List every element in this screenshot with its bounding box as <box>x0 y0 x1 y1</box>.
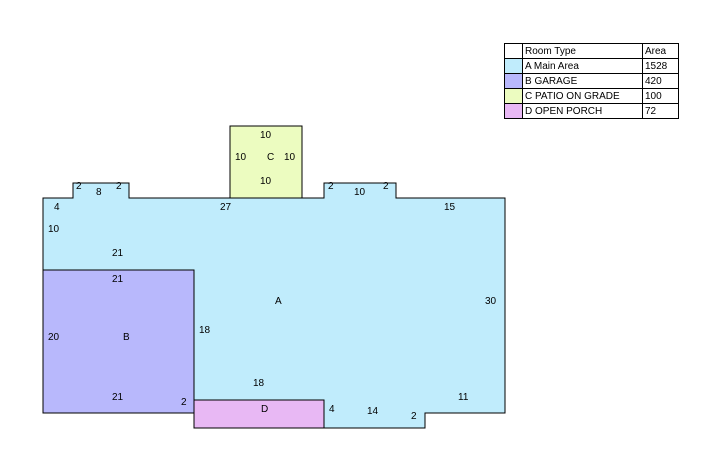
legend-swatch <box>504 73 523 89</box>
dim-label: 10 <box>235 152 247 163</box>
dim-label: 4 <box>54 202 60 213</box>
dim-label: 27 <box>220 202 232 213</box>
dim-label: 2 <box>181 397 187 408</box>
dim-label: 2 <box>76 181 82 192</box>
dim-label: 21 <box>112 248 124 259</box>
dim-label: 10 <box>260 130 272 141</box>
legend-row: D OPEN PORCH 72 <box>504 103 679 119</box>
room-d-open-porch[interactable] <box>193 399 325 429</box>
legend-room-name: B GARAGE <box>522 73 643 89</box>
dim-label: 2 <box>411 411 417 422</box>
room-c-letter: C <box>267 152 274 163</box>
legend-header-area: Area <box>642 43 679 59</box>
legend-row: A Main Area 1528 <box>504 58 679 74</box>
legend-room-area: 1528 <box>642 58 679 74</box>
dim-label: 10 <box>48 224 60 235</box>
legend-room-name: C PATIO ON GRADE <box>522 88 643 104</box>
legend-room-name: A Main Area <box>522 58 643 74</box>
legend-swatch <box>504 103 523 119</box>
dim-label: 20 <box>48 332 60 343</box>
dim-label: 18 <box>199 325 211 336</box>
dim-label: 10 <box>260 176 272 187</box>
dim-label: 2 <box>116 181 122 192</box>
dim-label: 21 <box>112 392 124 403</box>
dim-label: 4 <box>329 404 335 415</box>
dim-label: 2 <box>328 181 334 192</box>
legend-room-area: 420 <box>642 73 679 89</box>
legend-row: C PATIO ON GRADE 100 <box>504 88 679 104</box>
dim-label: 30 <box>485 296 497 307</box>
legend-room-area: 100 <box>642 88 679 104</box>
room-d-letter: D <box>261 404 268 415</box>
legend-header-room-type: Room Type <box>522 43 643 59</box>
legend-header-swatch <box>504 43 523 59</box>
room-a-letter: A <box>275 296 282 307</box>
dim-label: 8 <box>96 187 102 198</box>
dim-label: 15 <box>444 202 456 213</box>
legend-room-name: D OPEN PORCH <box>522 103 643 119</box>
legend-row: B GARAGE 420 <box>504 73 679 89</box>
dim-label: 11 <box>458 392 469 403</box>
legend-swatch <box>504 58 523 74</box>
dim-label: 21 <box>112 274 124 285</box>
room-c-patio[interactable] <box>229 125 303 199</box>
dim-label: 10 <box>354 187 366 198</box>
dim-label: 10 <box>284 152 296 163</box>
room-legend-table: Room Type Area A Main Area 1528 B GARAGE… <box>504 43 679 119</box>
dim-label: 18 <box>253 378 265 389</box>
room-b-letter: B <box>123 332 130 343</box>
legend-header-row: Room Type Area <box>504 43 679 59</box>
dim-label: 14 <box>367 406 379 417</box>
dim-label: 2 <box>383 181 389 192</box>
room-b-garage[interactable] <box>42 269 195 414</box>
legend-swatch <box>504 88 523 104</box>
legend-room-area: 72 <box>642 103 679 119</box>
